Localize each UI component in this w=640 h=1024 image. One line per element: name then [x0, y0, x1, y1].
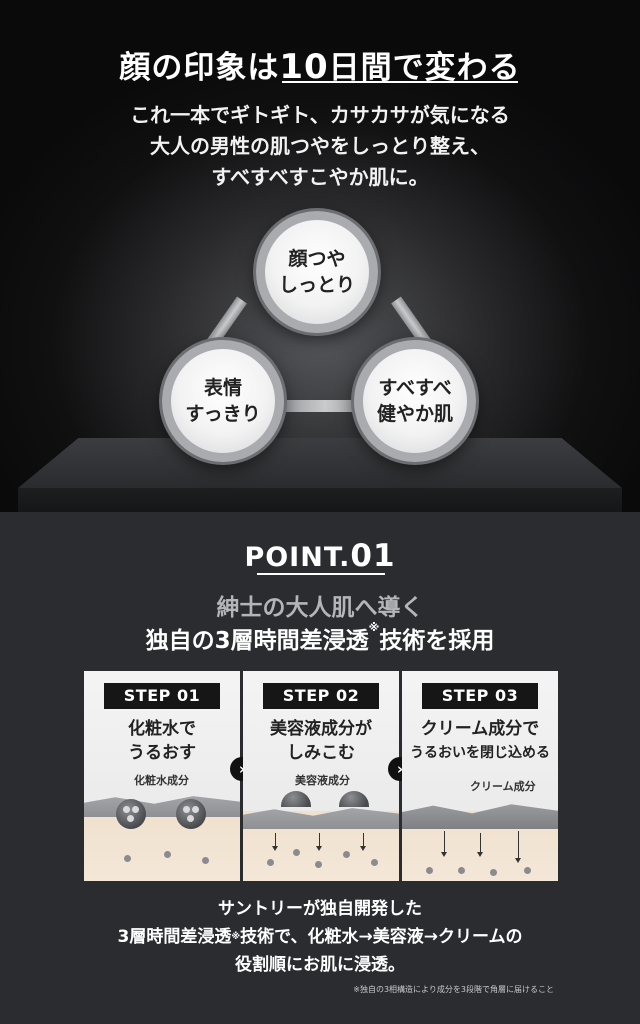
- footnote: ※独自の3相構造により成分を3段階で角層に届けること: [353, 985, 554, 994]
- skin-layer: [84, 811, 240, 881]
- step-badge: STEP 02: [263, 683, 379, 709]
- pedestal-front: [18, 488, 622, 512]
- serum-sphere: [281, 791, 311, 807]
- ingredient-label: クリーム成分: [470, 780, 536, 793]
- circle-right: すべすべ健やか肌: [354, 340, 476, 462]
- particle: [293, 849, 300, 856]
- circle-top: 顔つやしっとり: [256, 211, 378, 333]
- step-badge: STEP 03: [422, 683, 538, 709]
- particle: [202, 857, 209, 864]
- particle: [343, 851, 350, 858]
- step-text: 化粧水でうるおす: [128, 719, 196, 763]
- particle: [124, 855, 131, 862]
- pedestal-top: [18, 438, 622, 488]
- hero-title: 顔の印象は10日間で変わる: [119, 47, 521, 87]
- arrow-down-icon: [360, 833, 366, 851]
- step-panel-1: STEP 01 化粧水でうるおす 化粧水成分: [84, 671, 240, 881]
- particle: [267, 859, 274, 866]
- step-text: 美容液成分がしみこむ: [270, 719, 372, 763]
- point-label: POINT.01: [244, 538, 396, 574]
- step-badge: STEP 01: [104, 683, 220, 709]
- surface-layer: [84, 796, 240, 817]
- arrow-down-icon: [515, 831, 521, 863]
- point-subtitle-1: 紳士の大人肌へ導く: [216, 595, 424, 621]
- particle: [524, 867, 531, 874]
- arrow-down-icon: [477, 833, 483, 857]
- serum-sphere: [339, 791, 369, 807]
- arrow-down-icon: [441, 831, 447, 857]
- ingredient-label: 化粧水成分: [134, 774, 189, 787]
- circle-left: 表情すっきり: [162, 340, 284, 462]
- particle: [490, 869, 497, 876]
- particle: [371, 859, 378, 866]
- ingredient-label: 美容液成分: [295, 774, 350, 787]
- point-underline: [257, 573, 385, 575]
- particle: [164, 851, 171, 858]
- particle: [458, 867, 465, 874]
- hero-subtitle: これ一本でギトギト、カサカサが気になる 大人の男性の肌つやをしっとり整え、 すべ…: [130, 103, 510, 189]
- title-underline: [282, 81, 518, 83]
- step-text: クリーム成分でうるおいを閉じ込める: [410, 719, 550, 761]
- toner-sphere: [116, 799, 146, 829]
- step-panel-3: STEP 03 クリーム成分でうるおいを閉じ込める クリーム成分: [402, 671, 558, 881]
- step-panel-2: STEP 02 美容液成分がしみこむ 美容液成分: [243, 671, 399, 881]
- particle: [426, 867, 433, 874]
- arrow-down-icon: [272, 833, 278, 851]
- surface-layer: [243, 808, 399, 829]
- point-subtitle-2: 独自の3層時間差浸透※技術を採用: [145, 621, 495, 654]
- cream-layer: [402, 804, 558, 829]
- connector-bottom: [270, 400, 380, 412]
- hero-section: 顔の印象は10日間で変わる これ一本でギトギト、カサカサが気になる 大人の男性の…: [0, 0, 640, 512]
- description: サントリーが独自開発した 3層時間差浸透※技術で、化粧水→美容液→クリームの 役…: [117, 899, 523, 975]
- arrow-down-icon: [316, 833, 322, 851]
- particle: [315, 861, 322, 868]
- toner-sphere: [176, 799, 206, 829]
